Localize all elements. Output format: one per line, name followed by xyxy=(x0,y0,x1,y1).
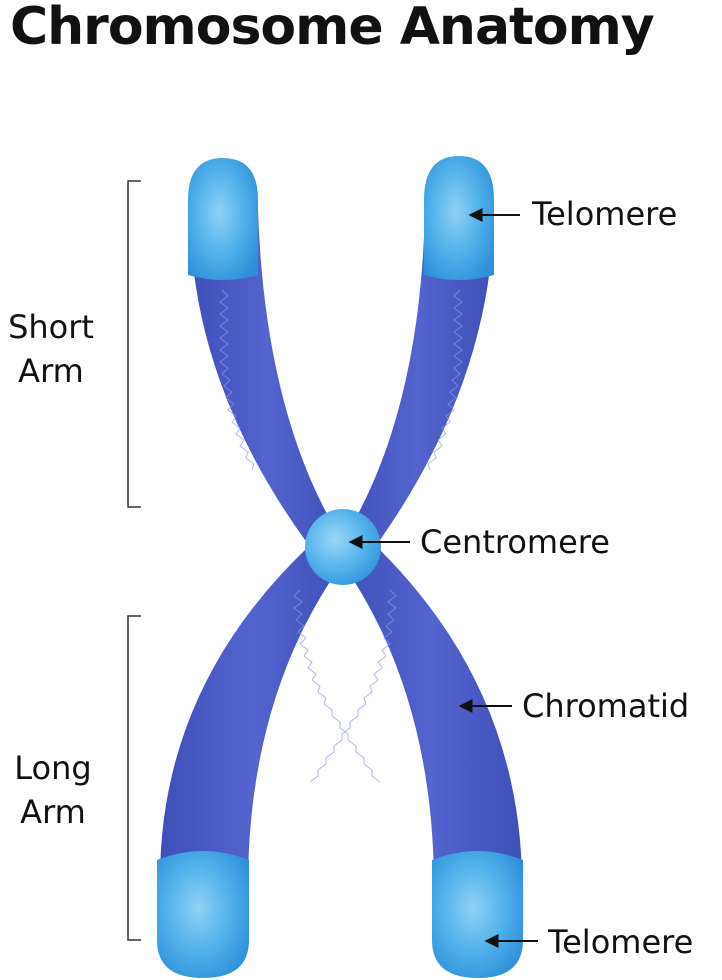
centromere xyxy=(305,509,381,585)
telomere-bottom-label: Telomere xyxy=(548,923,694,961)
chromatid-label: Chromatid xyxy=(522,687,690,725)
diagram-title: Chromosome Anatomy xyxy=(10,0,655,57)
chromatin-texture xyxy=(219,289,463,783)
short-arm-label: Short Arm xyxy=(0,305,102,393)
telomere-bottom-left xyxy=(157,851,249,978)
chromatid-lower-left xyxy=(160,550,345,880)
long-arm-line2: Arm xyxy=(20,793,86,831)
short-arm-bracket xyxy=(127,180,141,508)
telomere-top-left xyxy=(188,158,258,280)
telomere-top-right xyxy=(424,156,494,280)
chromatid-upper-left xyxy=(190,210,345,545)
short-arm-line2: Arm xyxy=(18,352,84,390)
long-arm-bracket xyxy=(127,615,141,941)
centromere-label: Centromere xyxy=(420,523,610,561)
chromatid-upper-right xyxy=(340,210,494,545)
long-arm-label: Long Arm xyxy=(0,746,106,834)
short-arm-line1: Short xyxy=(8,308,94,346)
chromatid-lower-right xyxy=(340,550,522,880)
long-arm-line1: Long xyxy=(14,749,92,787)
telomere-top-label: Telomere xyxy=(532,195,678,233)
telomere-bottom-right xyxy=(432,851,523,978)
